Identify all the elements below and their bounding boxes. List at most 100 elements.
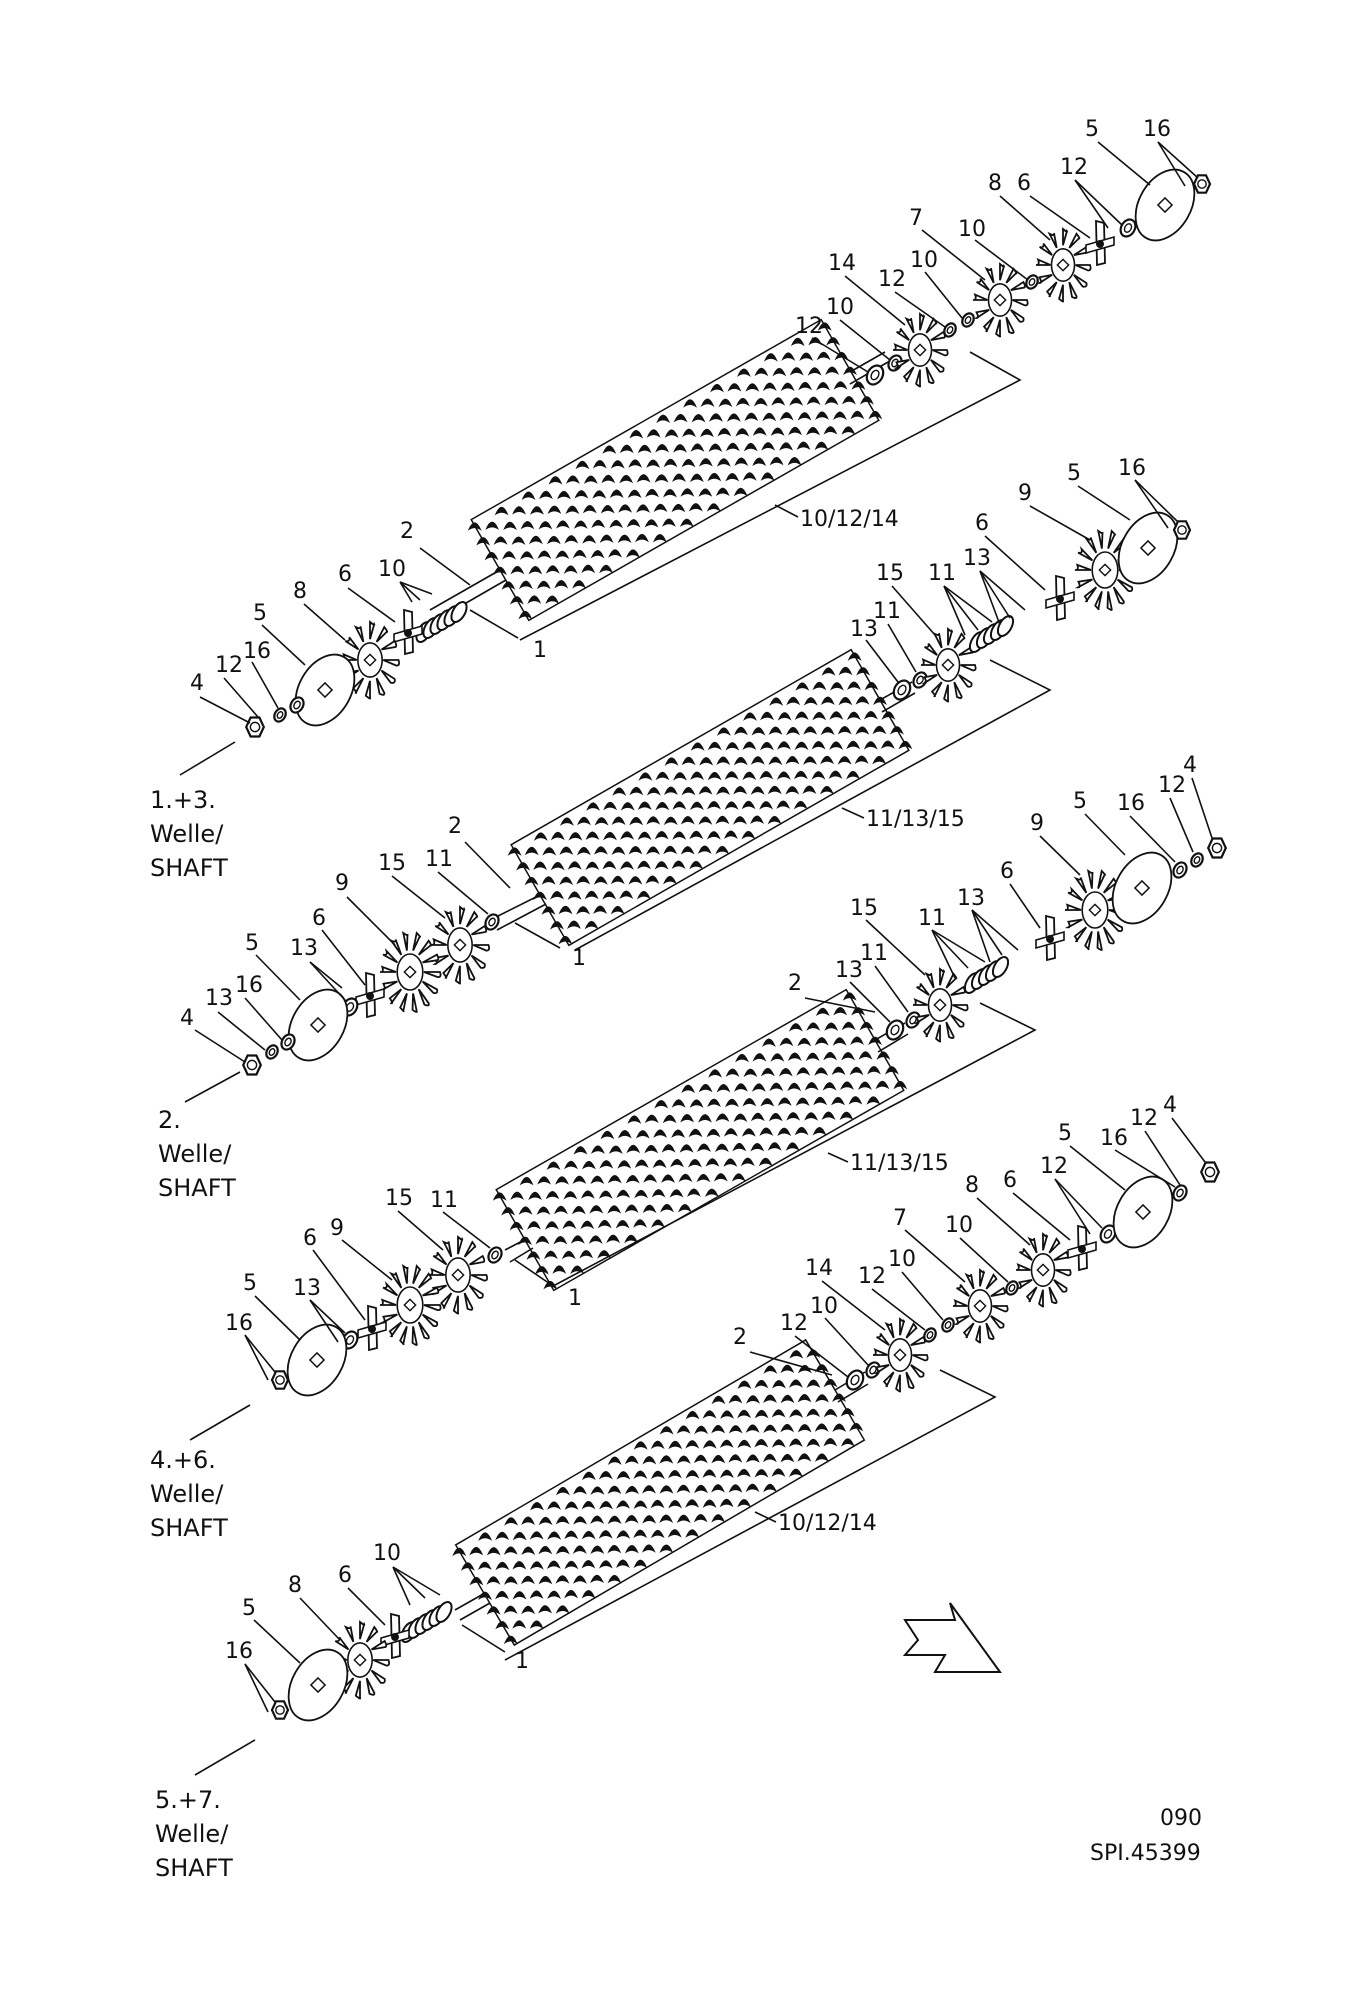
label-13d: 13	[957, 886, 985, 911]
washer-r4	[1099, 1224, 1117, 1244]
bearing-holder-left	[355, 971, 385, 1019]
assembly-4: 10/12/14 1 2 16 5 8 6 10	[155, 1093, 1221, 1882]
bearing-holder-left	[380, 1612, 410, 1660]
label-16: 16	[243, 639, 271, 664]
spacer-r3	[1005, 1280, 1019, 1296]
label-9: 9	[330, 1216, 344, 1241]
label-15b: 15	[850, 896, 878, 921]
label-11b: 11	[873, 599, 901, 624]
direction-arrow-icon	[902, 1602, 1002, 1673]
spacer-stack-right	[968, 615, 1015, 653]
shaft-stub-left	[454, 1592, 491, 1621]
label-5b: 5	[1085, 117, 1099, 142]
caption-leader	[179, 741, 236, 776]
end-disc-right	[1134, 168, 1196, 242]
label-16: 16	[225, 1639, 253, 1664]
nut-left	[270, 1370, 290, 1390]
label-10b: 10	[826, 295, 854, 320]
spreader-inner-right	[920, 627, 977, 703]
ring-l4	[265, 1044, 279, 1060]
end-disc-left	[286, 1323, 348, 1397]
label-12b: 12	[780, 1311, 808, 1336]
label-11b: 11	[860, 941, 888, 966]
label-7: 7	[893, 1206, 907, 1231]
label-11: 11	[430, 1188, 458, 1213]
washer-l1	[487, 1246, 503, 1264]
spreader-right-7	[952, 1268, 1009, 1344]
label-9b: 9	[1018, 481, 1032, 506]
bracket-11-13-15	[574, 659, 1052, 951]
label-12b: 12	[795, 314, 823, 339]
spacer-r3	[1025, 274, 1039, 290]
label-6: 6	[338, 562, 352, 587]
rotor-shaft	[492, 988, 908, 1292]
caption-line-3: SHAFT	[150, 1514, 228, 1542]
caption-line-1: 1.+3.	[150, 786, 216, 814]
label-12c: 12	[878, 267, 906, 292]
nut-right	[1192, 174, 1212, 194]
label-4b: 4	[1163, 1093, 1177, 1118]
washer-left	[289, 696, 305, 714]
label-bracket: 10/12/14	[778, 1511, 877, 1536]
spreader-inner-right	[892, 312, 949, 388]
spacer-r2	[941, 1317, 955, 1333]
label-16: 16	[225, 1311, 253, 1336]
label-12: 12	[215, 653, 243, 678]
caption-line-2: Welle/	[155, 1820, 229, 1848]
label-13d: 13	[963, 546, 991, 571]
label-12d: 12	[1060, 155, 1088, 180]
end-disc-left	[287, 1648, 349, 1722]
nut-left	[244, 716, 266, 738]
rotor-shaft	[452, 1338, 866, 1647]
spacer-stack-right	[963, 956, 1010, 994]
nut-left	[270, 1700, 290, 1720]
washer-r5	[1172, 861, 1188, 879]
washer-r1	[845, 1369, 865, 1391]
caption-line-1: 2.	[158, 1106, 181, 1134]
label-13c: 13	[835, 958, 863, 983]
label-16: 16	[235, 973, 263, 998]
label-5b: 5	[1067, 461, 1081, 486]
end-disc-left	[287, 988, 349, 1062]
end-disc-right	[1111, 851, 1173, 925]
bearing-holder-right	[1035, 914, 1065, 962]
washer-r6	[1190, 852, 1204, 868]
label-5: 5	[243, 1271, 257, 1296]
label-10c: 10	[910, 248, 938, 273]
label-5: 5	[253, 601, 267, 626]
label-4: 4	[180, 1006, 194, 1031]
caption-line-2: Welle/	[150, 820, 224, 848]
label-11c: 11	[918, 906, 946, 931]
label-16b: 16	[1100, 1126, 1128, 1151]
caption-line-1: 5.+7.	[155, 1786, 221, 1814]
label-13: 13	[205, 986, 233, 1011]
spreader-inner-right	[872, 1317, 929, 1393]
label-shaft: 1	[568, 1286, 582, 1311]
label-bracket: 10/12/14	[800, 507, 899, 532]
spacer-stack-left	[415, 601, 468, 643]
label-10b: 10	[810, 1294, 838, 1319]
washer-r2	[943, 322, 957, 338]
spreader-inner-right	[912, 967, 969, 1043]
label-5b: 5	[1058, 1121, 1072, 1146]
bearing-holder-right	[1067, 1224, 1097, 1272]
end-disc-right	[1117, 511, 1179, 585]
spreader-inner-left	[429, 1235, 488, 1315]
label-8b: 8	[988, 171, 1002, 196]
label-6b: 6	[1003, 1168, 1017, 1193]
spreader-inner-left	[431, 905, 490, 985]
label-13c: 13	[850, 617, 878, 642]
bearing-holder-right	[1085, 219, 1115, 267]
nut-right	[1199, 1161, 1221, 1183]
label-13: 13	[293, 1276, 321, 1301]
assembly-3: 11/13/15 1 2 16 5 13 6 9 15 11	[150, 753, 1228, 1542]
rotor-shaft	[507, 648, 913, 947]
label-10: 10	[378, 557, 406, 582]
washer-r1	[885, 1019, 905, 1041]
label-12e: 12	[1130, 1106, 1158, 1131]
spreader-left-9	[379, 1263, 442, 1346]
label-8: 8	[288, 1573, 302, 1598]
bearing-holder-left	[357, 1304, 387, 1352]
